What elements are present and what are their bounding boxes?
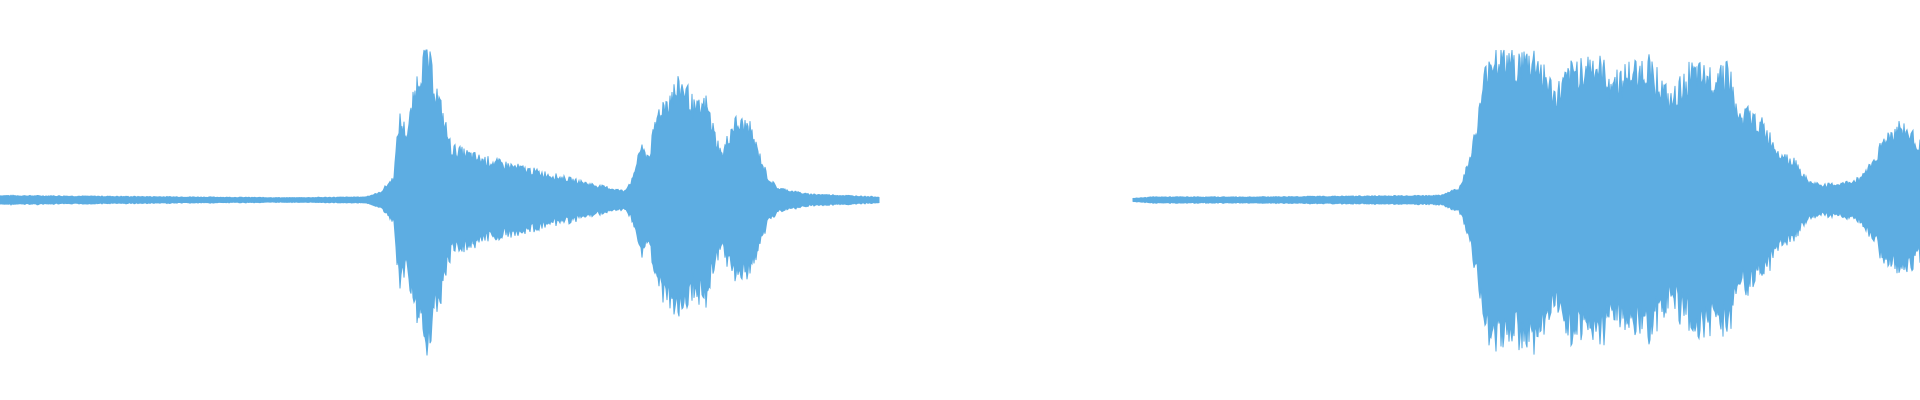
waveform-path bbox=[0, 49, 880, 356]
waveform-path bbox=[1132, 49, 1920, 355]
waveform-clip-1 bbox=[0, 49, 880, 356]
waveform-clip-2 bbox=[1132, 49, 1920, 355]
waveform-segments bbox=[0, 49, 1920, 356]
